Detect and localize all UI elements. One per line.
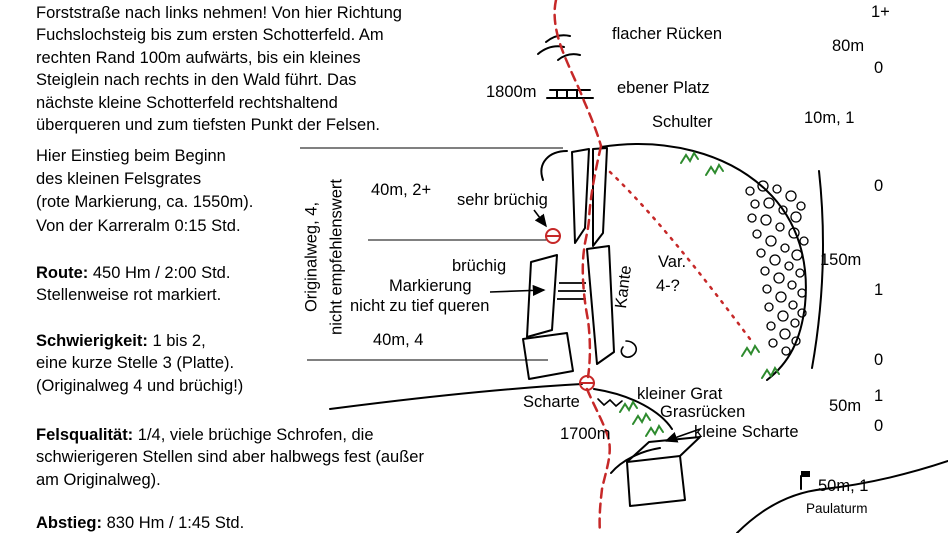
label-paulaturm: Paulaturm <box>806 501 868 516</box>
margin-grade-0b: 0 <box>874 177 884 195</box>
label-schulter: Schulter <box>652 113 713 131</box>
rockquality-label: Felsqualität: <box>36 426 134 444</box>
descent-paragraph: Abstieg: 830 Hm / 1:45 Std. <box>36 512 366 533</box>
vegetation-marks <box>619 151 780 437</box>
rockquality-paragraph: Felsqualität: 1/4, viele brüchige Schrof… <box>36 424 516 491</box>
label-grasruecken: Grasrücken <box>660 403 746 421</box>
pointer-arrows <box>489 209 701 443</box>
difficulty-paragraph: Schwierigkeit: 1 bis 2, eine kurze Stell… <box>36 330 366 397</box>
label-altitude-1700: 1700m <box>560 425 611 443</box>
belay-circles <box>545 228 595 391</box>
margin-length-10m-1: 10m, 1 <box>804 109 855 127</box>
marking-hatch-lines <box>557 282 586 300</box>
label-nicht-empfehlenswert: nicht empfehlenswert <box>327 179 346 335</box>
descent-label: Abstieg: <box>36 514 102 532</box>
pitch-separator-lines <box>300 147 563 361</box>
label-originalweg: Originalweg, 4, <box>302 201 321 313</box>
margin-grade-1b: 1 <box>874 387 884 405</box>
margin-length-80m: 80m <box>832 37 865 55</box>
margin-grade-0d: 0 <box>874 417 884 435</box>
label-altitude-1800: 1800m <box>486 83 537 101</box>
margin-length-50m-1: 50m, 1 <box>818 477 869 495</box>
label-markierung: Markierung <box>389 277 472 295</box>
label-variante: Var. <box>658 253 687 271</box>
margin-length-150m: 150m <box>820 251 862 269</box>
paulaturm-flag <box>801 471 810 477</box>
difficulty-label: Schwierigkeit: <box>36 332 148 350</box>
variant-dotted-line <box>608 170 755 345</box>
route-dashed-line <box>553 0 611 533</box>
margin-grade-1a: 1 <box>874 281 884 299</box>
label-sehr-bruechig: sehr brüchig <box>457 191 548 209</box>
label-kleine-scharte: kleine Scharte <box>694 423 799 441</box>
label-pitch-40-4: 40m, 4 <box>373 331 424 349</box>
label-ebener-platz: ebener Platz <box>617 79 710 97</box>
label-scharte: Scharte <box>523 393 580 411</box>
start-paragraph: Hier Einstieg beim Beginn des kleinen Fe… <box>36 147 254 235</box>
rock-outline-lines <box>329 34 948 533</box>
label-pitch-40-2: 40m, 2+ <box>371 181 432 199</box>
scree-field <box>745 180 809 356</box>
rockquality-text: 1/4, viele brüchige Schrofen, die schwie… <box>36 426 424 489</box>
difficulty-text: 1 bis 2, eine kurze Stelle 3 (Platte). (… <box>36 332 244 395</box>
label-flacher-ruecken: flacher Rücken <box>612 25 723 43</box>
margin-grade-0a: 0 <box>874 59 884 77</box>
margin-length-50m: 50m <box>829 397 862 415</box>
margin-grade-1plus: 1+ <box>871 3 890 21</box>
rock-pillars <box>522 147 701 507</box>
approach-paragraph: Forststraße nach links nehmen! Von hier … <box>36 4 402 135</box>
route-paragraph: Route: 450 Hm / 2:00 Std. Stellenweise r… <box>36 262 366 307</box>
descent-text: 830 Hm / 1:45 Std. <box>106 514 245 532</box>
label-nicht-zu-tief-queren: nicht zu tief queren <box>350 297 490 315</box>
route-text: 450 Hm / 2:00 Std. Stellenweise rot mark… <box>36 264 231 305</box>
route-label: Route: <box>36 264 89 282</box>
margin-grade-0c: 0 <box>874 351 884 369</box>
label-variante-grade: 4-? <box>656 277 680 295</box>
label-kleiner-grat: kleiner Grat <box>637 385 723 403</box>
label-bruechig: brüchig <box>452 257 507 275</box>
